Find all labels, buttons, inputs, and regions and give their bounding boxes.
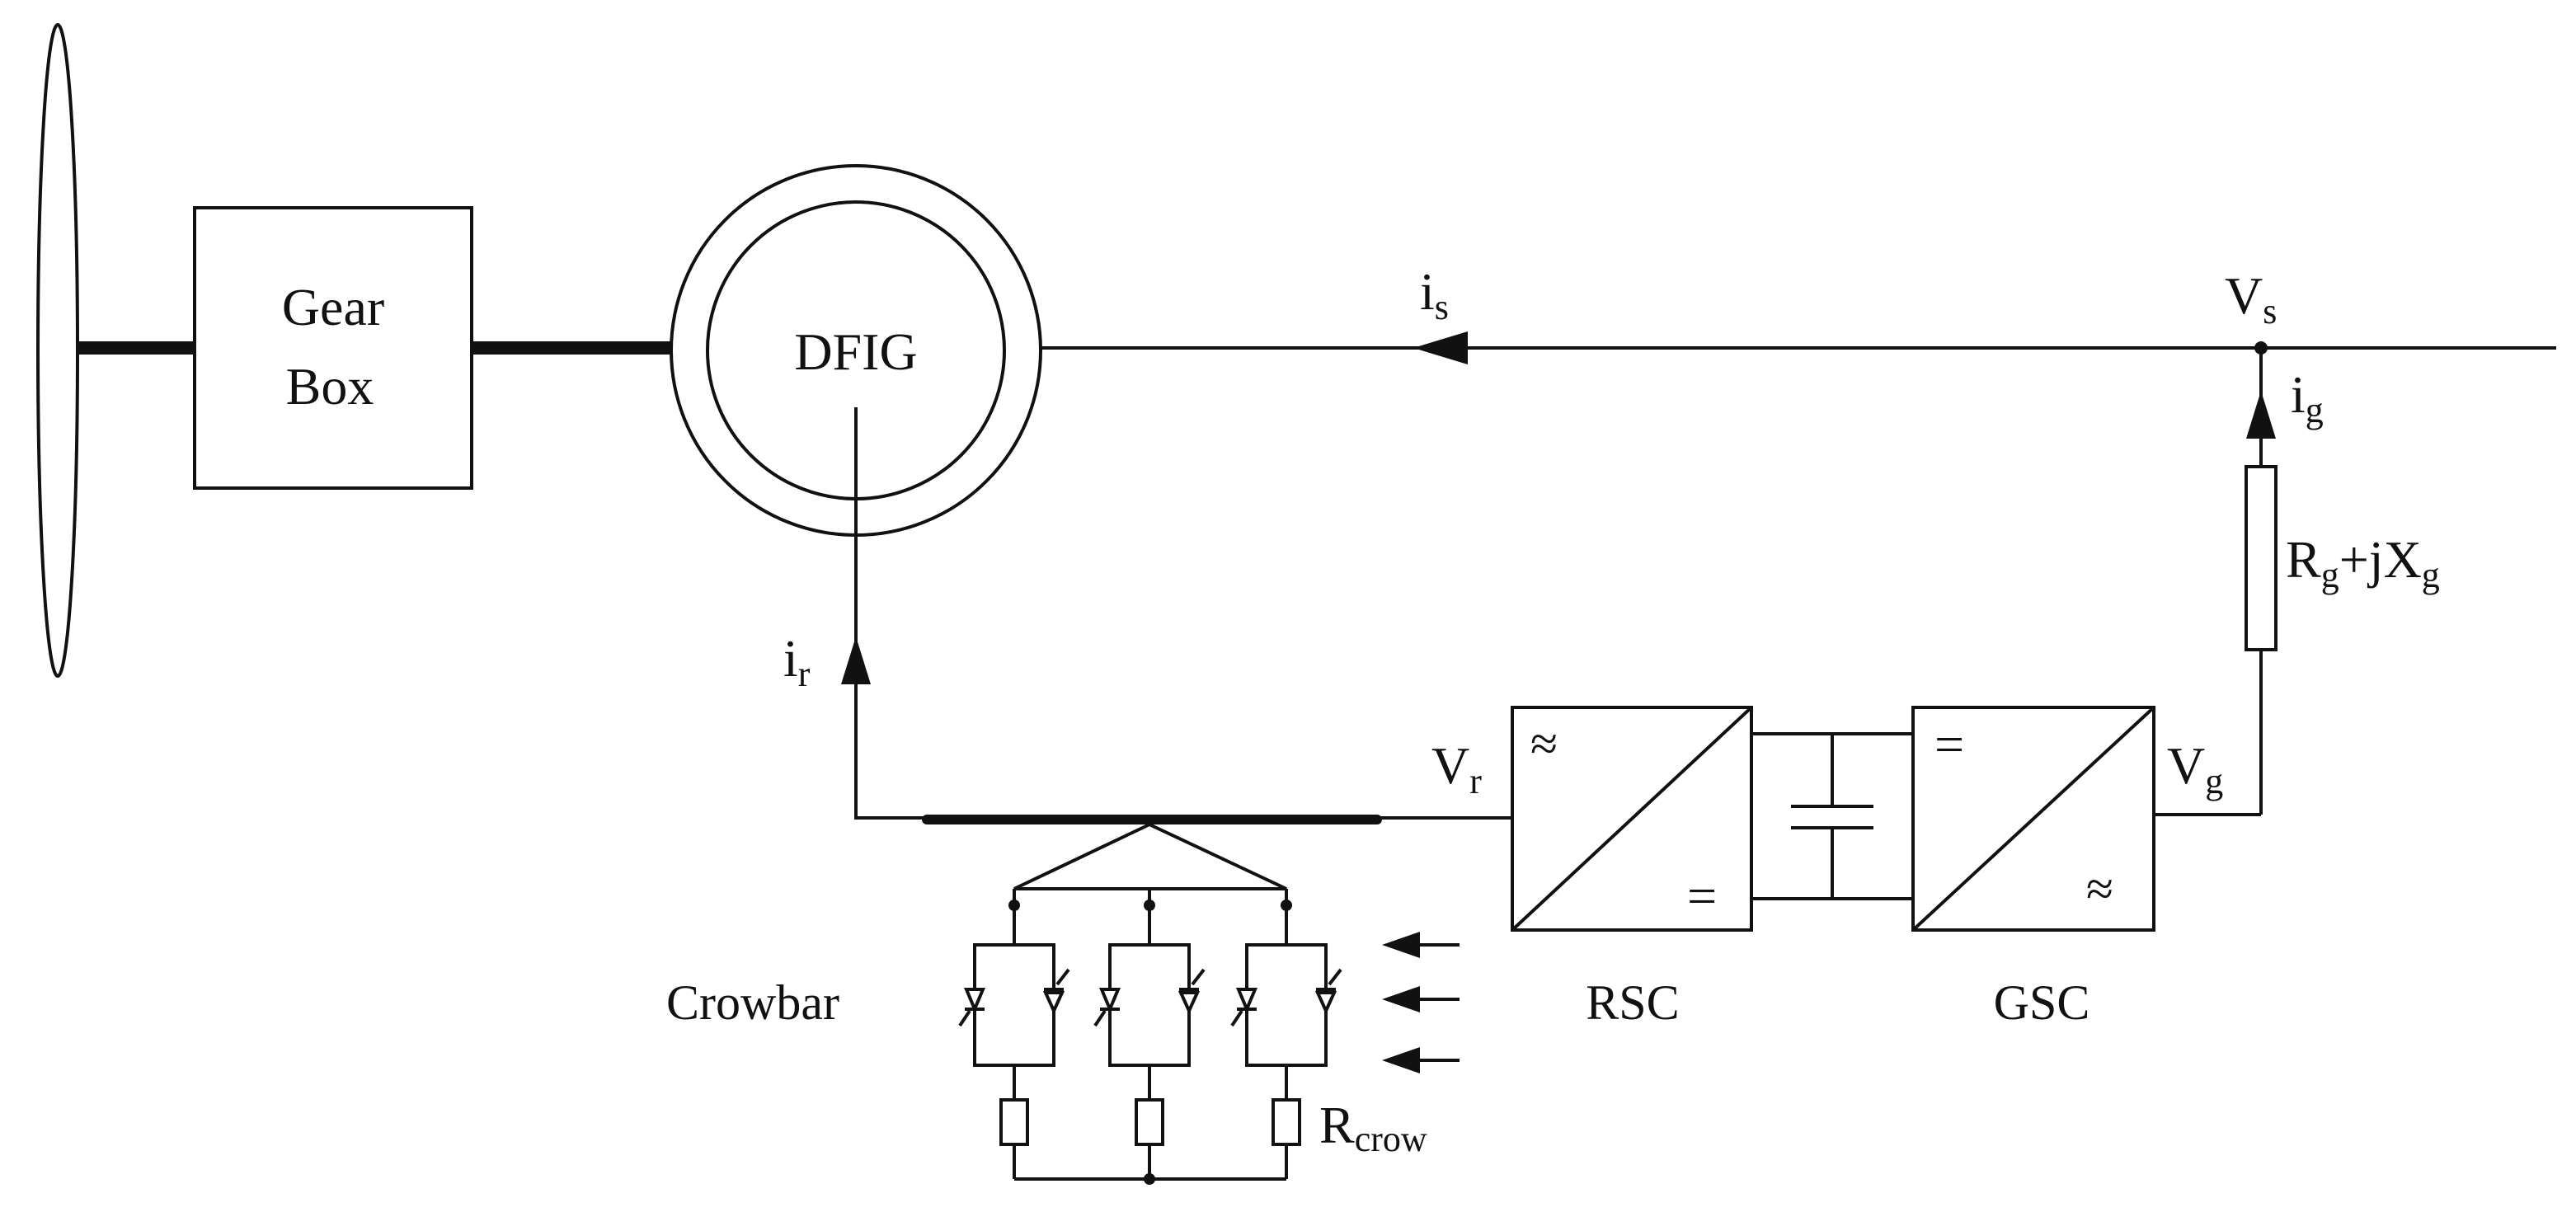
crowbar-circuit (958, 889, 1342, 1185)
crowbar-resistor-1 (999, 1098, 1029, 1146)
ir-arrow-icon (841, 637, 871, 684)
control-signal-arrows (1382, 932, 1460, 1073)
crowbar-resistor-3 (1272, 1098, 1301, 1146)
thyristor-pair-3 (1245, 943, 1328, 1067)
rsc-ac-mark: ≈ (1530, 716, 1558, 771)
dfig-label: DFIG (794, 322, 917, 381)
gearbox: Gear Box (193, 206, 473, 490)
ig-arrow-icon (2246, 391, 2276, 439)
thyristor-pair-2 (1108, 943, 1191, 1067)
ig-label: ig (2291, 365, 2324, 430)
crowbar-label: Crowbar (666, 975, 839, 1030)
gsc-label: GSC (1994, 975, 2090, 1030)
ir-label: ir (783, 629, 811, 694)
gearbox-label-line2: Box (286, 357, 374, 416)
gearbox-label-line1: Gear (282, 278, 384, 336)
vg-label: Vg (2167, 736, 2223, 801)
grid-side-converter: = ≈ (1911, 706, 2155, 932)
vr-label: Vr (1431, 736, 1482, 801)
thyristor-pair-1 (973, 943, 1055, 1067)
rcrow-label: Rcrow (1319, 1096, 1427, 1159)
rsc-dc-mark: = (1687, 867, 1717, 925)
rsc-label: RSC (1586, 975, 1679, 1030)
dc-link (1751, 732, 1913, 900)
impedance-label: Rg+jXg (2286, 530, 2440, 595)
gsc-ac-mark: ≈ (2086, 862, 2113, 916)
crowbar-resistor-2 (1135, 1098, 1164, 1146)
gsc-dc-mark: = (1934, 715, 1964, 773)
is-arrow-icon (1413, 331, 1468, 364)
vs-label: Vs (2225, 266, 2277, 331)
is-label: is (1420, 262, 1449, 327)
grid-impedance (2245, 465, 2278, 651)
turbine-blade (36, 23, 79, 678)
crowbar-connection (1013, 823, 1287, 890)
rotor-side-converter: ≈ = (1511, 706, 1753, 932)
